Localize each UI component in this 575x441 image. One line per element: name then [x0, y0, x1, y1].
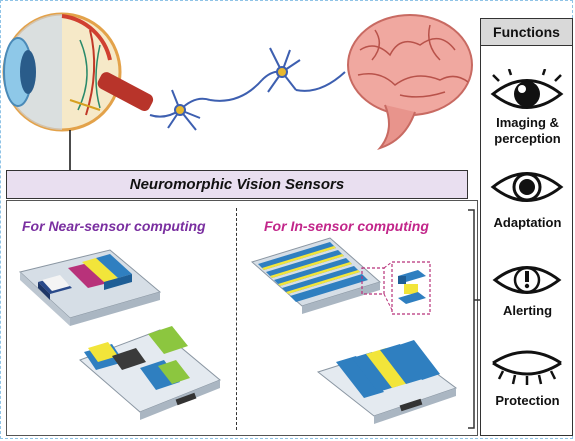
in-sensor-device — [316, 340, 458, 424]
eye-closed-icon — [492, 350, 562, 385]
biology-illustration — [2, 12, 473, 170]
function-label-imaging-line2: perception — [494, 131, 561, 146]
eye-dilated-icon — [490, 172, 564, 202]
in-sensor-array — [250, 237, 393, 314]
eye-open-icon — [490, 69, 564, 109]
near-sensor-chip-top — [18, 249, 162, 326]
neuron-1-illustration — [149, 79, 263, 131]
functions-panel: Functions Imaging & perception Adaptatio… — [480, 18, 573, 436]
function-label-protection: Protection — [495, 393, 560, 408]
panel-divider — [236, 208, 237, 430]
functions-header: Functions — [481, 19, 572, 46]
function-label-alerting: Alerting — [502, 303, 553, 318]
near-sensor-heading: For Near-sensor computing — [22, 218, 206, 234]
brain-illustration — [347, 14, 473, 151]
function-label-adaptation: Adaptation — [493, 215, 562, 230]
eye-illustration — [2, 12, 154, 132]
eye-alert-icon — [492, 266, 562, 294]
main-title: Neuromorphic Vision Sensors — [6, 170, 468, 199]
function-label-imaging-line1: Imaging & — [496, 115, 559, 130]
in-sensor-cell — [391, 261, 431, 315]
in-sensor-heading: For In-sensor computing — [264, 218, 429, 234]
function-label-imaging: Imaging & perception — [481, 115, 574, 147]
neuron-2-illustration — [261, 47, 346, 93]
near-sensor-chip-bottom — [79, 326, 221, 420]
